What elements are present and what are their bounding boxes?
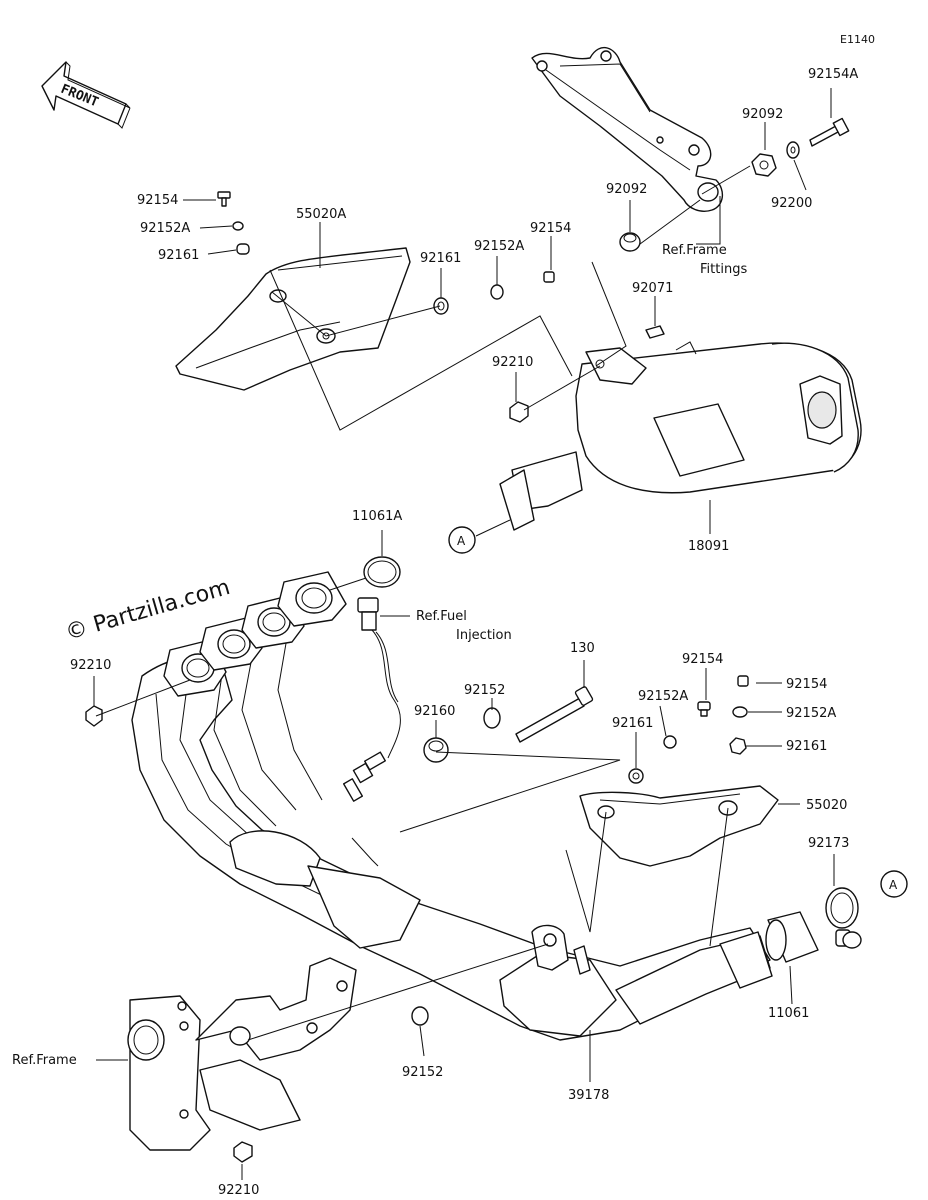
collar-92152A-far-right: [732, 706, 748, 718]
bolt-92154-far-right: [737, 675, 749, 687]
bolt-130: [515, 686, 594, 743]
svg-text:A: A: [889, 878, 898, 892]
gasket-11061A: [363, 556, 401, 588]
label-18091: 18091: [688, 539, 729, 554]
grommet-92161-top-left: [236, 243, 250, 255]
label-ref-fuel-2: Injection: [456, 628, 512, 643]
label-92154-top-left: 92154: [137, 193, 178, 208]
label-11061: 11061: [768, 1006, 809, 1021]
label-ref-fuel-1: Ref.Fuel: [416, 609, 467, 624]
label-92154A: 92154A: [808, 67, 858, 82]
part-labels: 92154A 92092 92200 92092 92154 92152A 92…: [12, 67, 858, 1198]
oxygen-sensor: [342, 597, 401, 802]
clip-92071: [645, 325, 665, 339]
label-92210-left: 92210: [70, 658, 111, 673]
grommet-92161-mid: [433, 297, 449, 315]
label-92152A-far-right: 92152A: [786, 706, 836, 721]
label-ref-frame-fittings-2: Fittings: [700, 262, 747, 277]
grommet-92161-right: [628, 768, 644, 784]
label-130: 130: [570, 641, 595, 656]
washer-92200: [786, 141, 800, 159]
label-92210-bottom: 92210: [218, 1183, 259, 1198]
label-92152A-right: 92152A: [638, 689, 688, 704]
label-92161-mid: 92161: [420, 251, 461, 266]
exhaust-header-39178: [131, 619, 773, 1041]
label-92154-mid: 92154: [530, 221, 571, 236]
bolt-92154-top-left: [217, 191, 231, 207]
label-92152-bottom: 92152: [402, 1065, 443, 1080]
damper-92092-left: [619, 232, 641, 252]
label-92161-top-left: 92161: [158, 248, 199, 263]
label-92160: 92160: [414, 704, 455, 719]
label-92154-far-right: 92154: [786, 677, 827, 692]
label-ref-frame: Ref.Frame: [12, 1053, 77, 1068]
label-92200: 92200: [771, 196, 812, 211]
frame-bracket-bottom: [127, 957, 357, 1151]
heat-cover-55020A: [175, 247, 411, 391]
callout-a-right: A: [880, 870, 908, 898]
bolt-92154A: [809, 117, 850, 147]
collar-92152A-mid: [490, 284, 504, 300]
nut-92210-top: [509, 401, 529, 423]
heat-cover-55020: [579, 785, 779, 867]
muffler-18091: [499, 341, 862, 531]
front-arrow-icon: FRONT: [41, 61, 131, 129]
label-92071: 92071: [632, 281, 673, 296]
callout-a-top: A: [448, 526, 476, 554]
label-92092-left: 92092: [606, 182, 647, 197]
gasket-11061: [765, 911, 819, 963]
bolt-92154-right: [697, 701, 711, 717]
label-92161-right: 92161: [612, 716, 653, 731]
collar-92152-bottom: [411, 1006, 429, 1026]
label-92210-top: 92210: [492, 355, 533, 370]
header-flanges: [163, 571, 347, 697]
nut-92210-bottom: [233, 1141, 253, 1163]
label-92154-right: 92154: [682, 652, 723, 667]
label-92161-far-right: 92161: [786, 739, 827, 754]
header-mount-tab: [531, 924, 591, 975]
svg-text:A: A: [457, 534, 466, 548]
bolt-92154-mid: [543, 271, 555, 283]
label-55020: 55020: [806, 798, 847, 813]
clamp-92173: [825, 887, 862, 949]
collar-92152-center: [483, 707, 501, 729]
label-92152A-mid: 92152A: [474, 239, 524, 254]
label-55020A: 55020A: [296, 207, 346, 222]
label-92092-right: 92092: [742, 107, 783, 122]
damper-92160: [423, 737, 449, 763]
leader-lines: [93, 88, 835, 1180]
label-11061A: 11061A: [352, 509, 402, 524]
collar-92152A-top-left: [232, 221, 244, 231]
damper-92092-right: [751, 153, 777, 177]
collar-92152A-right: [663, 735, 677, 749]
label-39178: 39178: [568, 1088, 609, 1103]
label-92173: 92173: [808, 836, 849, 851]
diagram-code: E1140: [840, 33, 875, 46]
grommet-92161-far-right: [729, 737, 747, 755]
label-ref-frame-fittings-1: Ref.Frame: [662, 243, 727, 258]
nut-92210-left: [85, 705, 103, 727]
label-92152A-top-left: 92152A: [140, 221, 190, 236]
label-92152-center: 92152: [464, 683, 505, 698]
